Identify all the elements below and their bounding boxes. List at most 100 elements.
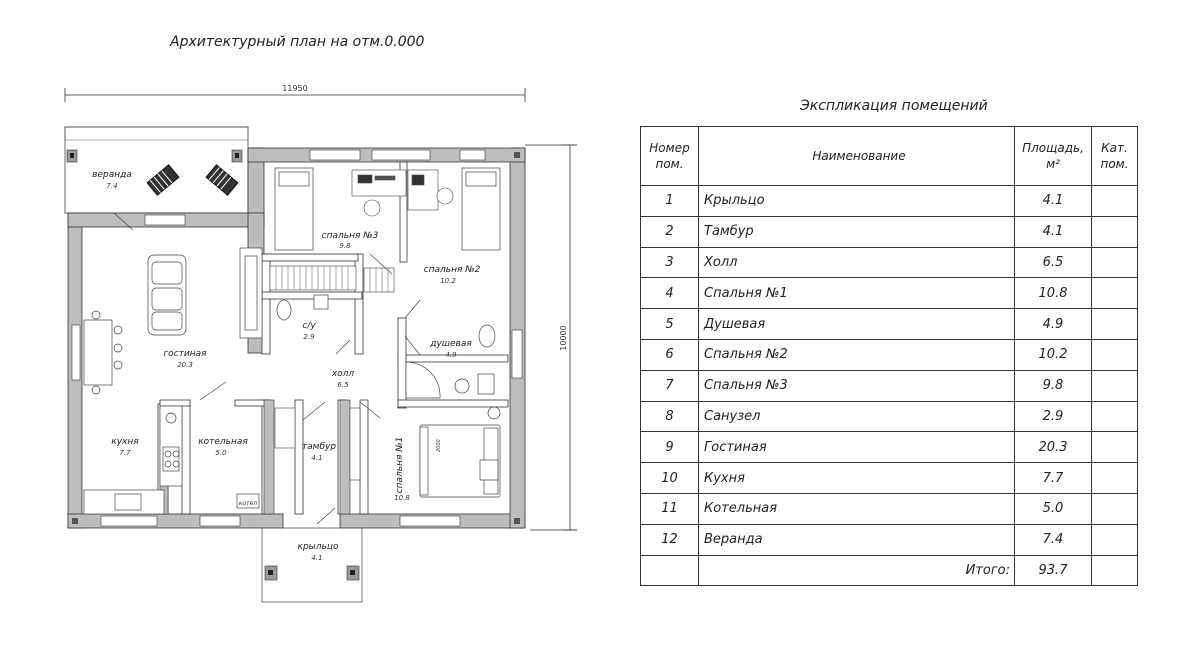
row-name: Санузел (698, 400, 1015, 433)
row-number: 1 (640, 185, 699, 217)
room-area: 20.3 (177, 361, 193, 369)
floor-plan: котел 2000 11950 10000 веранда 7.4 спаль… (64, 84, 577, 603)
room-area: 7.7 (119, 449, 131, 457)
row-area: 4.1 (1014, 185, 1092, 217)
row-number: 7 (640, 369, 699, 402)
row-area: 4.9 (1014, 308, 1092, 340)
total-cat-cell (1091, 554, 1138, 587)
row-area: 6.5 (1014, 246, 1092, 279)
row-area: 7.4 (1014, 523, 1092, 556)
wardrobe (269, 265, 395, 481)
row-category (1091, 369, 1138, 402)
row-number: 5 (640, 308, 699, 340)
row-area: 9.8 (1014, 369, 1092, 402)
boiler-label: котел (239, 500, 257, 507)
bed-icon (274, 167, 501, 498)
bed-size-label: 2000 (436, 439, 442, 452)
row-name: Душевая (698, 308, 1015, 340)
row-category (1091, 462, 1138, 494)
row-category (1091, 185, 1138, 217)
room-label: котельная (198, 437, 248, 447)
room-label: спальня №3 (322, 231, 379, 241)
room-area: 5.0 (215, 449, 227, 457)
row-name: Спальня №1 (698, 277, 1015, 310)
row-number: 12 (640, 523, 699, 556)
desk-icon (351, 169, 454, 217)
room-area: 6.5 (337, 381, 349, 389)
row-area: 2.9 (1014, 400, 1092, 433)
room-label: спальня №2 (424, 265, 481, 275)
total-area: 93.7 (1014, 554, 1092, 587)
boiler-icon: котел (236, 493, 260, 509)
total-row: Итого: 93.7 (640, 554, 1138, 587)
room-label: холл (331, 369, 355, 379)
row-number: 8 (640, 400, 699, 433)
header-number: Номер пом. (640, 126, 699, 186)
room-area: 4.1 (311, 454, 322, 462)
room-area: 2.9 (303, 333, 315, 341)
room-area: 4.1 (311, 554, 322, 562)
dimension-height: 10000 (559, 325, 568, 350)
row-category (1091, 308, 1138, 340)
explication-table: Номер пом. Наименование Площадь, м² Кат.… (640, 126, 1138, 587)
kitchen-counter (83, 405, 183, 515)
row-area: 10.2 (1014, 338, 1092, 371)
total-label: Итого: (698, 554, 1015, 587)
row-name: Гостиная (698, 431, 1015, 464)
row-category (1091, 400, 1138, 433)
room-area: 10.8 (394, 494, 410, 502)
row-area: 4.1 (1014, 215, 1092, 248)
dining-table-icon (83, 310, 123, 395)
row-number: 10 (640, 462, 699, 494)
row-area: 5.0 (1014, 492, 1092, 525)
row-category (1091, 431, 1138, 464)
row-number: 2 (640, 215, 699, 248)
room-label: спальня №1 (395, 437, 405, 494)
room-label: веранда (92, 170, 132, 180)
header-name: Наименование (698, 126, 1015, 186)
row-area: 20.3 (1014, 431, 1092, 464)
row-name: Тамбур (698, 215, 1015, 248)
row-category (1091, 246, 1138, 279)
table-title: Экспликация помещений (800, 98, 988, 114)
room-label: тамбур (302, 442, 336, 452)
row-name: Спальня №2 (698, 338, 1015, 371)
porch (261, 527, 363, 603)
row-category (1091, 523, 1138, 556)
header-area: Площадь, м² (1014, 126, 1092, 186)
plan-title: Архитектурный план на отм.0.000 (170, 34, 425, 50)
row-name: Крыльцо (698, 185, 1015, 217)
sanitary-icons (276, 294, 501, 420)
row-number: 4 (640, 277, 699, 310)
header-category: Кат. пом. (1091, 126, 1138, 186)
row-category (1091, 338, 1138, 371)
total-num-cell (640, 554, 699, 587)
row-category (1091, 492, 1138, 525)
room-area: 4.9 (445, 351, 457, 359)
row-name: Кухня (698, 462, 1015, 494)
row-category (1091, 215, 1138, 248)
row-area: 7.7 (1014, 462, 1092, 494)
room-label: гостиная (163, 349, 207, 359)
room-label: крыльцо (298, 542, 339, 552)
row-number: 9 (640, 431, 699, 464)
row-name: Веранда (698, 523, 1015, 556)
dimension-width: 11950 (282, 84, 307, 93)
room-label: с/у (302, 321, 316, 331)
lounge-chair-icon (146, 164, 180, 196)
row-name: Котельная (698, 492, 1015, 525)
room-area: 7.4 (106, 182, 117, 190)
